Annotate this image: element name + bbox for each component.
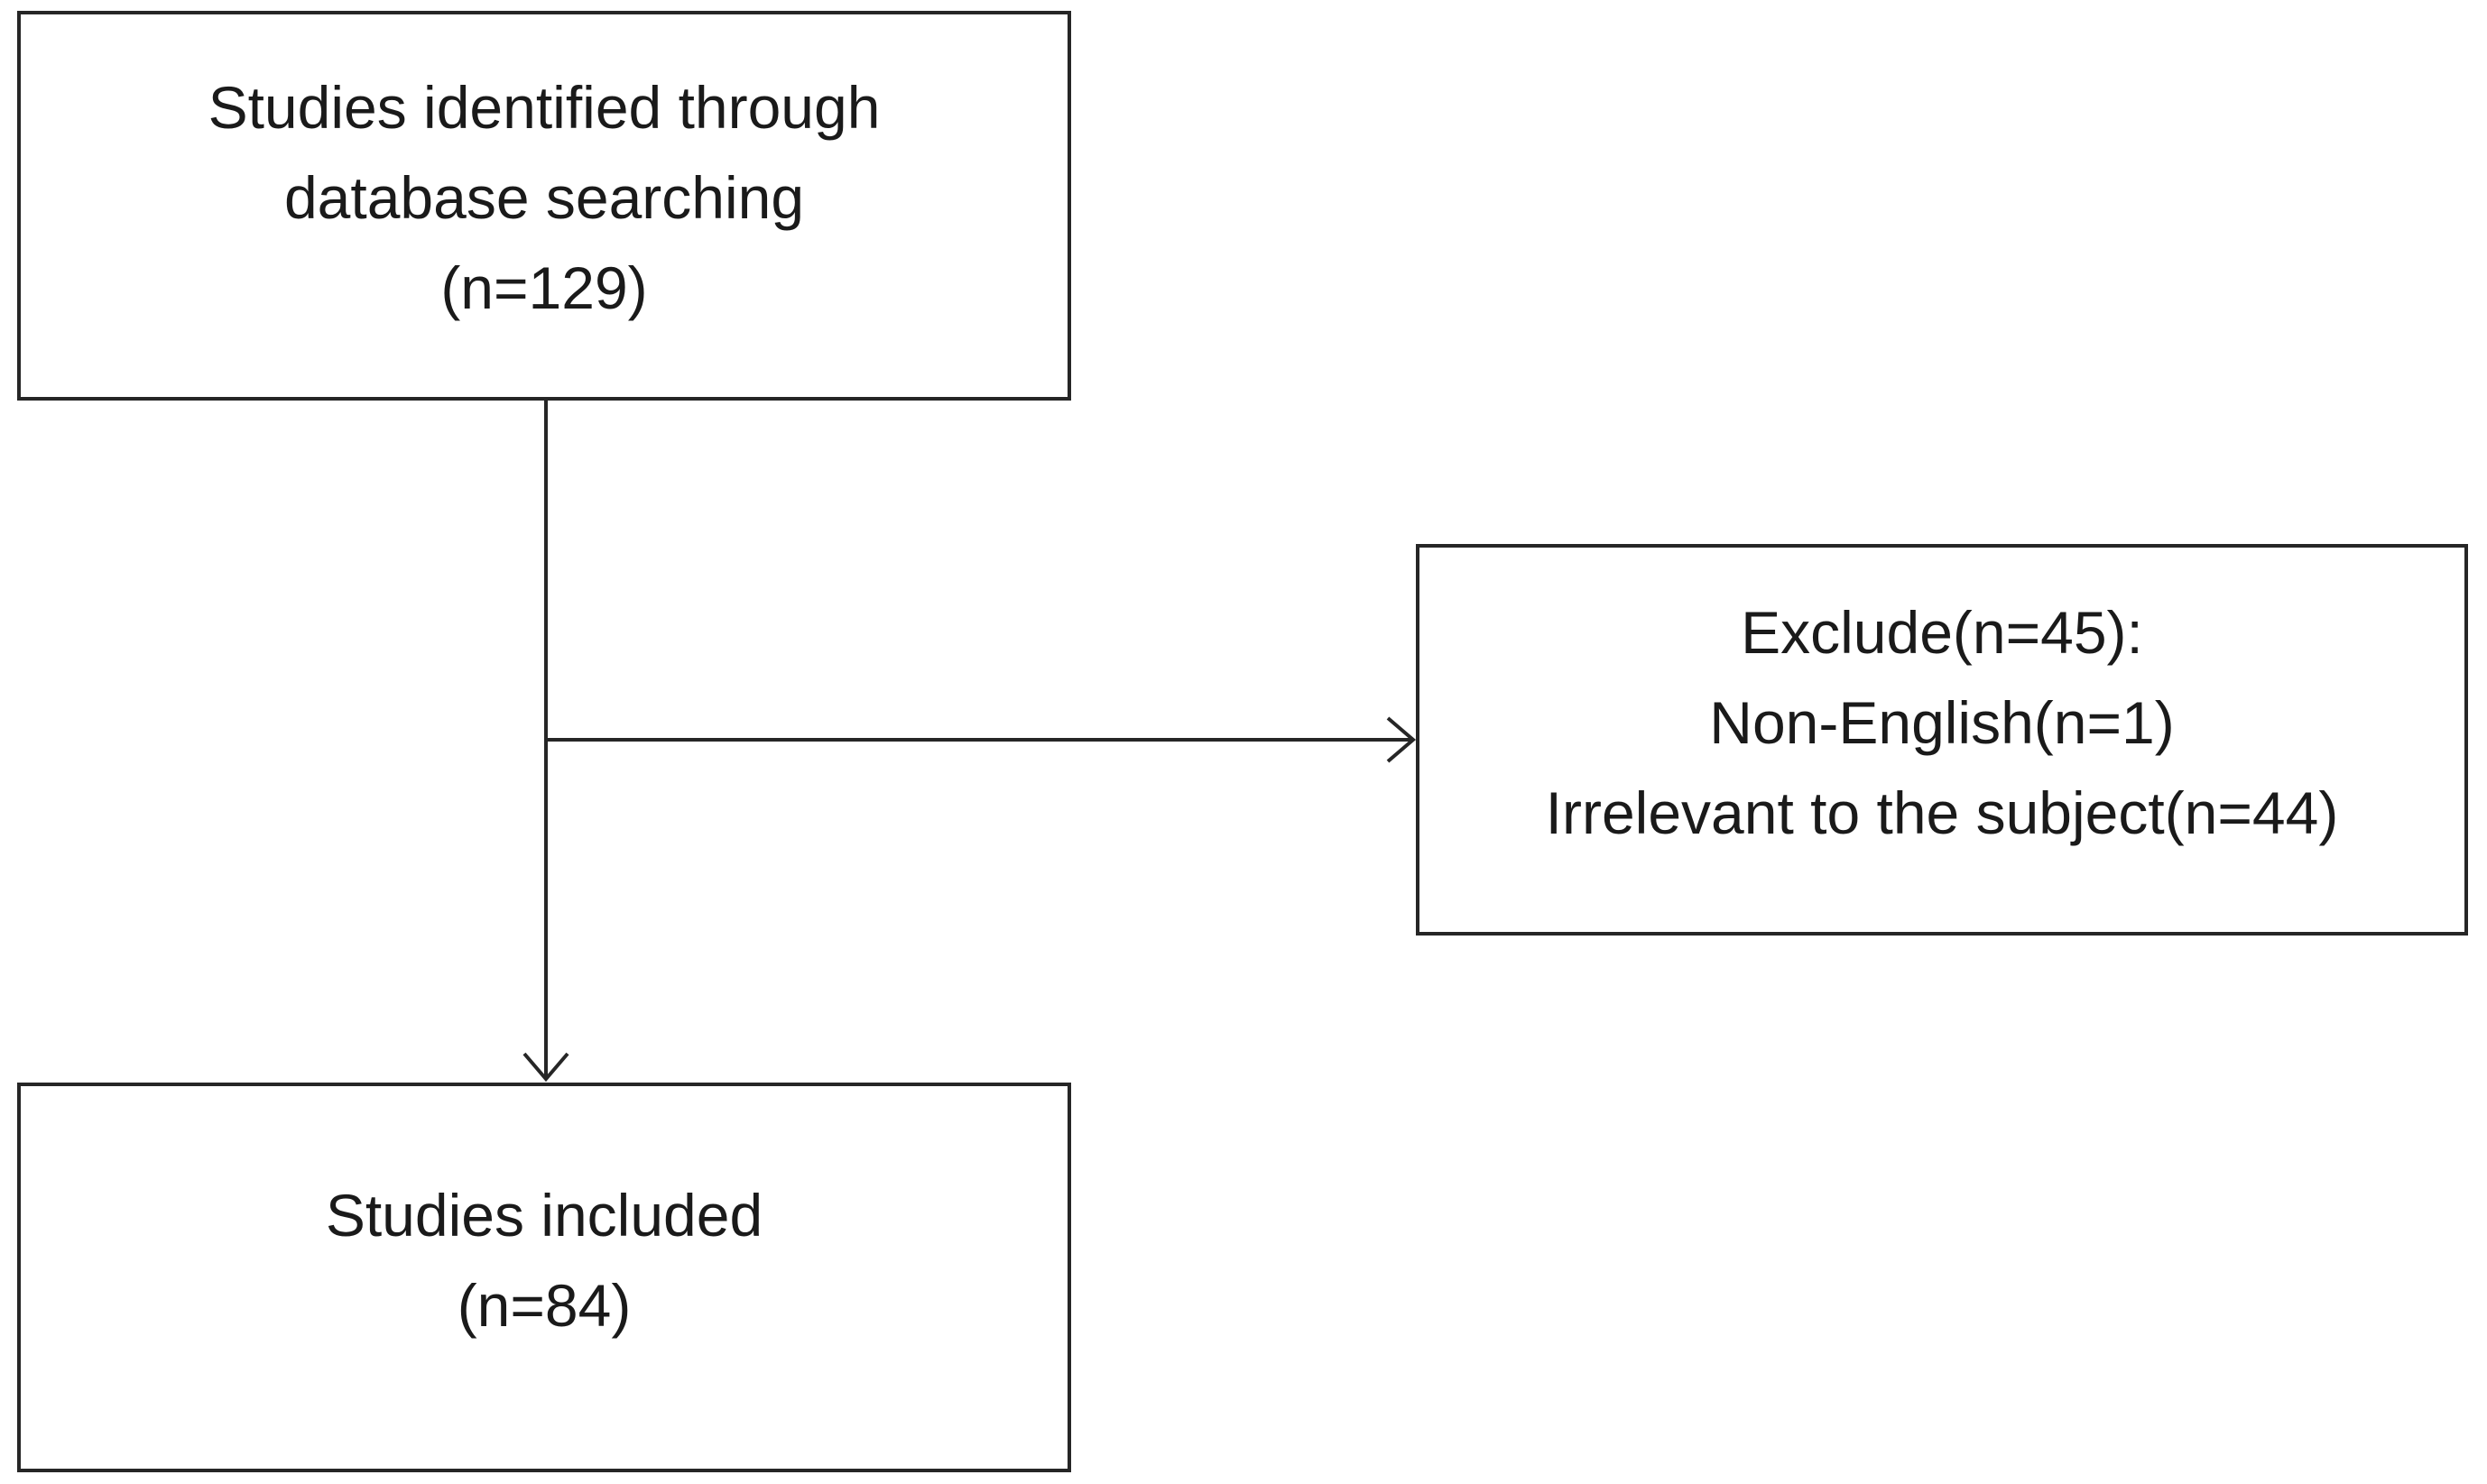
identified-source: database searching bbox=[283, 164, 805, 231]
identified-label: Studies identified through bbox=[208, 74, 881, 141]
exclude-box: Exclude(n=45): Non-English(n=1) Irreleva… bbox=[1416, 544, 2468, 936]
exclude-irrelevant: Irrelevant to the subject(n=44) bbox=[1545, 779, 2339, 846]
included-box: Studies included (n=84) bbox=[17, 1083, 1071, 1472]
identified-count: (n=129) bbox=[440, 254, 648, 321]
identified-box: Studies identified through database sear… bbox=[17, 11, 1071, 401]
included-count: (n=84) bbox=[457, 1272, 632, 1339]
arrowhead-right bbox=[1386, 716, 1417, 763]
arrowhead-down bbox=[522, 1052, 569, 1083]
exclude-non-english: Non-English(n=1) bbox=[1709, 689, 2175, 756]
included-label: Studies included bbox=[325, 1182, 763, 1249]
exclude-total: Exclude(n=45): bbox=[1741, 599, 2143, 666]
